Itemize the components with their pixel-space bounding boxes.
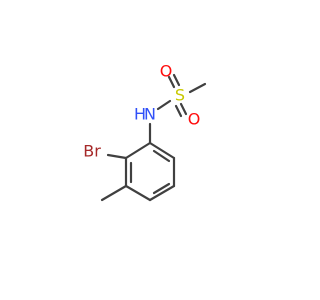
- sulfur-label: S: [175, 86, 185, 105]
- ring-double-inner-2: [152, 182, 171, 195]
- n-s-bond: [156, 99, 172, 111]
- ring-bond-c1-c2: [124, 141, 152, 160]
- s-o-bottom-bond-b: [179, 102, 188, 116]
- ring-bond-c3-c4: [124, 184, 152, 202]
- nitrogen-hydrogen-label: H: [134, 105, 146, 124]
- s-o-bottom-bond-a: [174, 104, 183, 118]
- ring-bond-c6-c1: [148, 141, 176, 160]
- structure-diagram: N H S O O Br: [83, 62, 207, 202]
- bromine-label: Br: [83, 142, 101, 161]
- methyl-bond: [100, 184, 128, 202]
- oxygen-bottom-label: O: [188, 110, 201, 129]
- ring-bond-c4-c5: [148, 184, 176, 202]
- s-o-top-bond-a: [167, 75, 176, 89]
- molecule-canvas: N H S O O Br: [83, 61, 207, 202]
- atom-labels: N H S O O Br: [83, 62, 200, 161]
- s-methyl-bond: [188, 82, 207, 94]
- ring-double-inner-3: [152, 149, 171, 163]
- bonds: [100, 73, 207, 202]
- oxygen-top-label: O: [160, 62, 173, 81]
- s-o-top-bond-b: [172, 73, 181, 87]
- c-br-bond: [106, 153, 128, 160]
- nitrogen-label: N: [144, 105, 156, 124]
